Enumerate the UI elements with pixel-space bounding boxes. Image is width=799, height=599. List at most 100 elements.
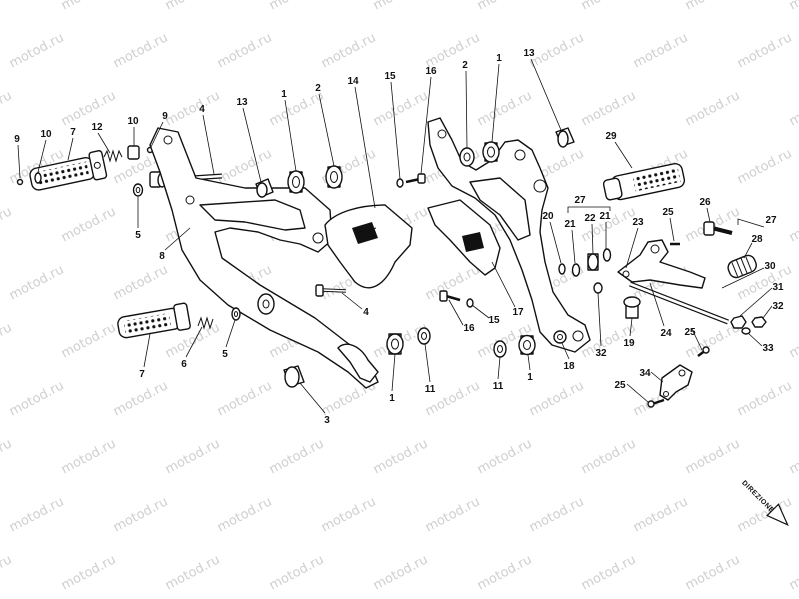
watermark-text: motod.ru [683,88,743,129]
heel-guard-17 [427,199,501,276]
watermark-text: motod.ru [59,320,119,361]
leader-line [242,107,262,183]
callout: 25 [614,380,626,391]
leader-line [491,261,516,308]
heel-guard-14 [324,204,413,289]
leader-line [465,70,468,149]
lever-24 [617,239,706,289]
callout: 13 [236,97,248,108]
arrow-head-icon [766,503,789,526]
watermark-text: motod.ru [319,494,379,535]
leader-line [649,282,665,327]
nut-31 [730,315,747,329]
washer-21-b [602,248,612,262]
watermark-text: motod.ru [683,552,743,593]
watermark-text: motod.ru [111,378,171,419]
leader-line [629,317,633,337]
watermark-text: motod.ru [579,0,639,14]
callout: 26 [699,197,711,208]
spring-6 [197,316,214,330]
parts [16,117,767,408]
callout: 16 [463,323,475,334]
spring-12 [103,149,123,163]
callout: 33 [762,343,774,354]
bolt-16-upper [405,173,426,184]
leader-line [390,81,401,180]
rider-footpeg-lower [117,302,191,339]
callout: 9 [162,111,168,122]
washer-21-a [571,263,581,277]
leader-line [299,382,326,414]
watermark-text: motod.ru [527,30,587,71]
watermark-text: motod.ru [163,0,223,14]
callout: 21 [599,211,611,222]
leader-line [17,144,21,179]
watermark-text: motod.ru [735,146,795,187]
leader-line [448,299,464,326]
callout: 9 [14,134,20,145]
watermark-text: motod.ru [787,320,799,361]
watermark-text: motod.ru [59,88,119,129]
callout: 12 [91,122,103,133]
leader-line [691,328,703,351]
watermark-text: motod.ru [371,436,431,477]
watermark-text: motod.ru [163,88,223,129]
callout: 2 [462,60,468,71]
watermark-text: motod.ru [215,378,275,419]
callout: 4 [363,307,369,318]
bushing-1-upper-left [287,170,305,194]
callout: 32 [772,301,784,312]
watermark-text: motod.ru [59,436,119,477]
watermark-text: motod.ru [0,436,15,477]
watermark-text: motod.ru [0,204,15,245]
watermark-text: motod.ru [59,204,119,245]
watermark-text: motod.ru [735,30,795,71]
callout: 27 [574,195,586,206]
watermark-text: motod.ru [0,0,15,14]
watermark-text: motod.ru [111,494,171,535]
cap-13-left [255,178,274,198]
callout: 20 [542,211,554,222]
callout-labels: 9 10 7 12 10 9 4 13 1 2 14 15 16 2 1 13 … [14,48,784,426]
watermark-text: motod.ru [787,0,799,14]
leader-line [626,383,649,403]
callout: 15 [488,315,500,326]
leader-line [202,114,215,175]
callout: 15 [384,71,396,82]
callout: 30 [764,261,776,272]
watermark-text: motod.ru [7,378,67,419]
watermark-text: motod.ru [7,262,67,303]
leader-line [491,63,500,143]
callout: 10 [127,116,139,127]
bolt-25-middle [697,346,710,357]
spacer-22 [587,253,599,271]
watermark-text: motod.ru [683,436,743,477]
watermark-text: motod.ru [0,320,15,361]
washer-5-upper [132,183,144,197]
callout: 11 [493,381,504,392]
watermark-text: motod.ru [371,0,431,14]
watermark-text: motod.ru [267,436,327,477]
washer-20 [558,263,566,275]
watermark-text: motod.ru [111,262,171,303]
callout: 31 [772,282,784,293]
callout: 2 [315,83,321,94]
leader-bracket [567,206,611,213]
washer-32-left [593,282,603,294]
bushing-2-upper-right [459,147,475,167]
callout: 34 [639,368,651,379]
leader-line [164,227,191,251]
callout: 1 [496,53,502,64]
leader-line [597,292,602,347]
leader-line [341,292,363,310]
clip-10-right [127,145,140,160]
washer-15-upper [396,178,404,188]
callout: 25 [684,327,696,338]
washer-33 [741,327,751,335]
watermark-text: motod.ru [631,30,691,71]
callout: 6 [181,359,187,370]
leader-line [497,356,501,380]
watermark-text: motod.ru [59,552,119,593]
callout: 1 [527,372,533,383]
watermark-text: motod.ru [579,436,639,477]
